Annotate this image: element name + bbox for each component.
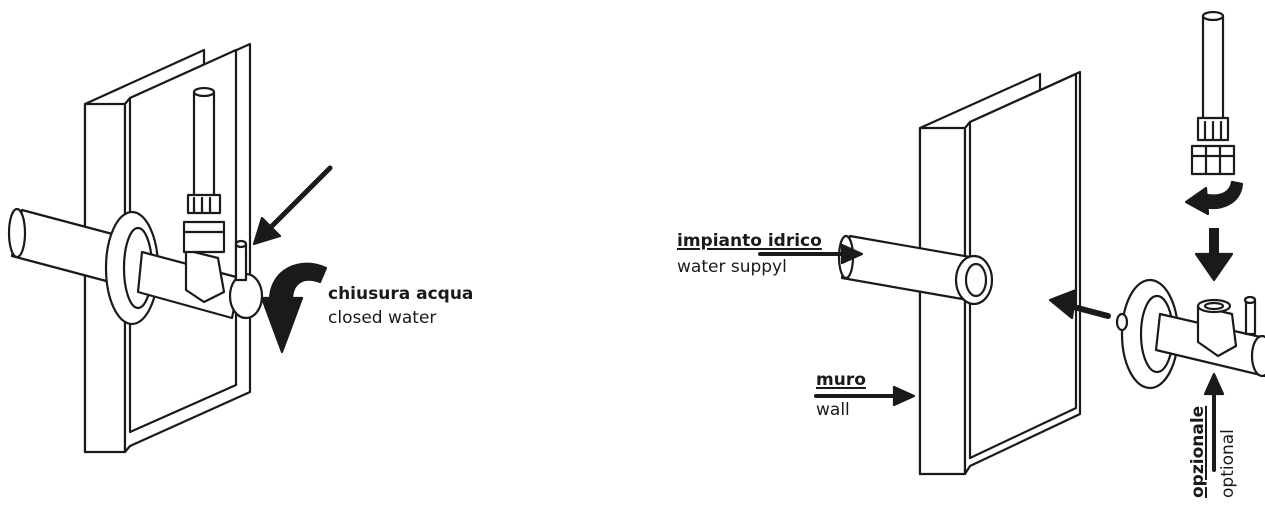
optional-up-arrow-icon	[1203, 372, 1225, 472]
closed-water-label-en: closed water	[328, 308, 437, 328]
supply-arrow-icon	[758, 243, 864, 265]
insert-arrow-icon	[1048, 288, 1111, 320]
left-angle-valve	[136, 86, 264, 320]
water-supply-label-it: impianto idrico	[677, 231, 822, 251]
optional-label-it: opzionale	[1188, 405, 1208, 498]
wall-label-en: wall	[816, 400, 850, 420]
wall-arrow-icon	[814, 385, 916, 407]
right-angle-valve	[1115, 278, 1265, 390]
down-arrow-icon	[1194, 228, 1234, 282]
screw-rotate-arrow-icon	[1184, 180, 1244, 216]
right-wall-stub-pipe	[837, 234, 994, 306]
water-supply-label-en: water suppyl	[677, 257, 787, 277]
left-rotate-arrow-icon	[260, 262, 328, 354]
left-figure-closed-valve	[7, 42, 333, 454]
optional-label-en: optional	[1218, 429, 1238, 498]
left-wall-pipe	[7, 207, 122, 284]
closed-water-label-it: chiusura acqua	[328, 284, 474, 304]
left-pointer-arrow-icon	[252, 165, 333, 246]
right-flex-tube	[1190, 10, 1236, 176]
right-figure-installation	[758, 10, 1265, 476]
wall-label-it: muro	[816, 370, 866, 390]
